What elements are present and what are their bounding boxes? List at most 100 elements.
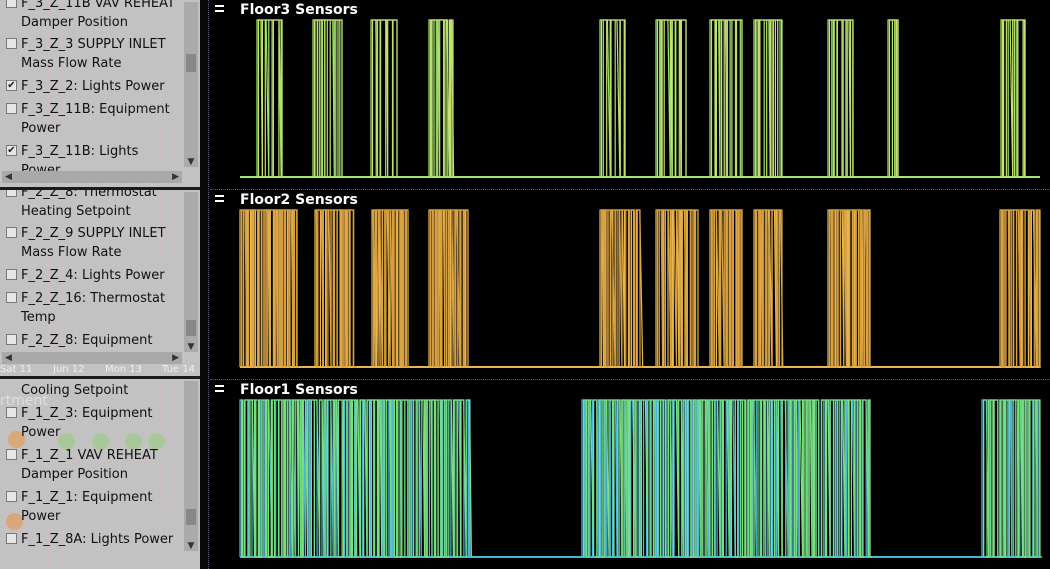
panel-divider[interactable] <box>0 187 200 190</box>
sensor-trace-segment <box>371 19 398 178</box>
sensor-checkbox[interactable] <box>6 269 17 280</box>
sensor-checkbox[interactable]: ✔ <box>6 145 17 156</box>
floor3-sensor-list: F_3_Z_11B VAV REHEAT Damper Position F_3… <box>0 0 200 187</box>
sensor-trace-segment <box>599 19 626 178</box>
sensor-label: F_2_Z_9 SUPPLY INLET Mass Flow Rate <box>21 226 166 260</box>
sensor-trace-segment <box>315 209 357 368</box>
menu-icon[interactable] <box>215 195 224 203</box>
splitter[interactable] <box>200 0 209 569</box>
vertical-scrollbar[interactable]: ▼ <box>184 192 198 352</box>
sensor-trace-segment <box>240 399 472 558</box>
sensor-sidebar: F_3_Z_11B VAV REHEAT Damper Position F_3… <box>0 0 200 569</box>
sensor-trace-segment <box>754 19 784 178</box>
sensor-trace-segment <box>429 209 469 368</box>
scroll-left-icon[interactable]: ◀ <box>5 172 12 182</box>
sensor-label: F_2_Z_4: Lights Power <box>21 268 165 283</box>
sensor-label: F_3_Z_11B VAV REHEAT Damper Position <box>21 0 175 30</box>
horizontal-scrollbar[interactable]: ◀ ▶ <box>2 171 182 183</box>
floor2-chart-panel: Floor2 Sensors <box>210 190 1050 380</box>
vertical-scrollbar[interactable]: ▼ <box>184 381 198 551</box>
sensor-label: F_1_Z_8A: Lights Power <box>21 532 174 547</box>
sensor-trace-segment <box>1000 209 1041 368</box>
floor3-sensor-trace <box>240 19 1040 178</box>
sensor-label: F_2_Z_16: Thermostat Temp <box>21 291 166 325</box>
date-tick: Sat 11 <box>0 364 33 375</box>
sensor-checkbox[interactable] <box>6 533 17 544</box>
floor2-sensor-list: F_2_Z_8: Thermostat Heating Setpoint F_2… <box>0 190 200 376</box>
scroll-down-icon[interactable]: ▼ <box>187 157 195 167</box>
sensor-checkbox[interactable] <box>6 292 17 303</box>
background-dot <box>6 513 23 530</box>
sensor-trace-segment <box>982 399 1043 558</box>
sensor-trace-segment <box>582 399 872 558</box>
chart-title: Floor1 Sensors <box>240 382 358 398</box>
sensor-label: F_3_Z_11B: Equipment Power <box>21 102 170 136</box>
sensor-trace-segment <box>710 209 744 368</box>
sensor-trace-segment <box>656 19 687 178</box>
horizontal-scrollbar[interactable]: ◀ ▶ <box>2 352 182 364</box>
sensor-checkbox[interactable] <box>6 103 17 114</box>
sensor-checkbox[interactable] <box>6 0 17 8</box>
sensor-trace-segment <box>981 399 1042 558</box>
sensor-trace-segment <box>827 209 871 368</box>
sensor-checkbox[interactable] <box>6 407 17 418</box>
panel-divider[interactable] <box>0 376 200 379</box>
sensor-trace-segment <box>372 209 410 368</box>
sensor-label: Cooling Setpoint <box>21 383 129 398</box>
sensor-trace-segment <box>370 19 400 178</box>
sensor-trace-segment <box>656 209 699 368</box>
sensor-trace-segment <box>600 19 626 178</box>
floor1-sensor-list: rtment Cooling Setpoint F_1_Z_3: Equipme… <box>0 379 200 569</box>
scroll-down-icon[interactable]: ▼ <box>187 541 195 551</box>
floor3-chart-panel: Floor3 Sensors <box>210 0 1050 190</box>
sensor-trace-segment <box>600 209 643 368</box>
sensor-trace-segment <box>1001 19 1026 178</box>
background-dot <box>148 433 165 450</box>
sensor-label: F_3_Z_3 SUPPLY INLET Mass Flow Rate <box>21 37 166 71</box>
sensor-checkbox[interactable] <box>6 38 17 49</box>
sensor-label: F_3_Z_2: Lights Power <box>21 79 165 94</box>
sensor-trace-segment <box>710 19 743 178</box>
date-tick: Mon 13 <box>105 364 142 375</box>
sensor-checkbox[interactable] <box>6 227 17 238</box>
sensor-label: F_1_Z_1 VAV REHEAT Damper Position <box>21 448 158 482</box>
sensor-checkbox[interactable] <box>6 449 17 460</box>
sensor-checkbox[interactable] <box>6 190 17 197</box>
date-axis: Sat 11 Jun 12 Mon 13 Tue 14 <box>0 364 200 376</box>
sensor-trace-segment <box>256 19 285 178</box>
background-dot <box>8 431 25 448</box>
floor2-sensor-trace <box>239 209 1042 368</box>
chart-title: Floor3 Sensors <box>240 2 358 18</box>
menu-icon[interactable] <box>215 5 224 13</box>
sensor-trace-segment <box>240 209 300 368</box>
sensor-checkbox[interactable] <box>6 491 17 502</box>
background-dot <box>125 433 142 450</box>
background-dot <box>92 433 109 450</box>
sensor-trace-segment <box>828 209 871 368</box>
scroll-right-icon[interactable]: ▶ <box>172 353 179 363</box>
sensor-trace-segment <box>429 19 454 178</box>
sensor-trace-segment <box>754 209 784 368</box>
sensor-trace-segment <box>257 19 283 178</box>
chart-title: Floor2 Sensors <box>240 192 358 208</box>
scroll-down-icon[interactable]: ▼ <box>187 342 195 352</box>
vertical-scrollbar[interactable]: ▼ <box>184 2 198 167</box>
sensor-label: F_1_Z_3: Equipment Power <box>21 406 153 440</box>
scroll-thumb[interactable] <box>186 509 196 525</box>
scroll-thumb[interactable] <box>186 54 196 72</box>
scroll-right-icon[interactable]: ▶ <box>172 172 179 182</box>
floor1-chart-panel: Floor1 Sensors <box>210 380 1050 569</box>
sensor-label: F_2_Z_8: Thermostat Heating Setpoint <box>21 190 157 219</box>
scroll-thumb[interactable] <box>186 320 196 336</box>
background-dot <box>58 433 75 450</box>
sensor-trace-segment <box>888 19 899 177</box>
scroll-left-icon[interactable]: ◀ <box>5 353 12 363</box>
background-ghost-text: rtment <box>0 393 48 409</box>
sensor-checkbox[interactable]: ✔ <box>6 80 17 91</box>
sensor-label: F_1_Z_1: Equipment Power <box>21 490 153 524</box>
date-tick: Tue 14 <box>162 364 195 375</box>
menu-icon[interactable] <box>215 385 224 393</box>
sensor-checkbox[interactable] <box>6 334 17 345</box>
date-tick: Jun 12 <box>53 364 85 375</box>
floor1-sensor-trace <box>239 399 1043 558</box>
